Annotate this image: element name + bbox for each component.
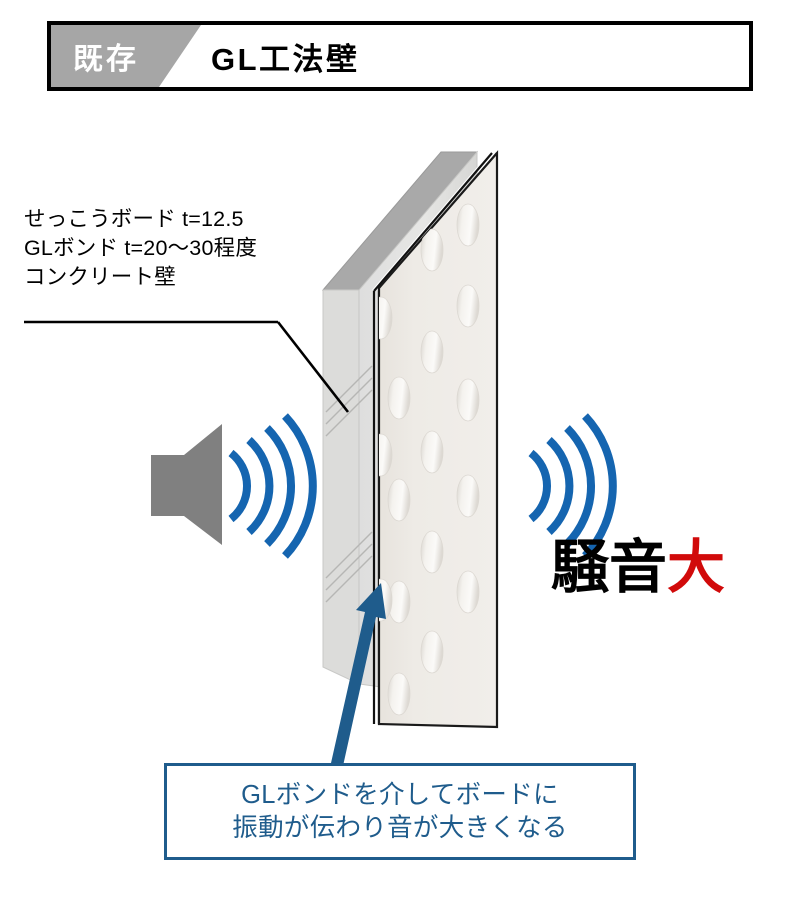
noise-label-emphasis: 大 — [667, 535, 726, 600]
spec-note-leader-line — [24, 320, 350, 413]
gl-bond-blob — [420, 430, 444, 474]
gl-bond-blob — [420, 228, 444, 272]
header-badge-label: 既存 — [73, 43, 139, 76]
gl-bond-gap — [372, 152, 498, 724]
speaker-icon — [151, 424, 222, 545]
gl-bond-blob — [456, 474, 480, 518]
spec-note: せっこうボード t=12.5 GLボンド t=20〜30程度 コンクリート壁 — [24, 205, 257, 292]
concrete-hatch-lower — [325, 531, 373, 603]
concrete-slab-top-face — [321, 151, 479, 291]
header-bar: 既存 GL工法壁 — [47, 21, 753, 91]
gypsum-board-panel — [377, 150, 499, 729]
noise-label-word: 騒音 — [551, 535, 668, 600]
gl-bond-blob — [387, 478, 411, 522]
callout-line-2: 振動が伝わり音が大きくなる — [232, 813, 568, 842]
sound-waves-left — [228, 413, 317, 559]
gl-bond-blob — [379, 433, 393, 477]
spec-note-line-2: GLボンド t=20〜30程度 — [24, 236, 258, 260]
page-title: GL工法壁 — [211, 41, 360, 77]
gl-bond-blob — [387, 672, 411, 716]
concrete-hatch-upper — [325, 365, 373, 437]
callout-box: GLボンドを介してボードに 振動が伝わり音が大きくなる — [164, 763, 636, 860]
header-badge: 既存 — [51, 25, 201, 87]
gl-bond-blob — [387, 376, 411, 420]
gl-bond-blob — [387, 580, 411, 624]
gl-bond-blob — [379, 578, 393, 622]
concrete-slab — [321, 150, 479, 701]
gl-bond-blob-group — [379, 203, 480, 716]
noise-level-label: 騒音大 — [551, 539, 725, 597]
gl-bond-blob — [420, 330, 444, 374]
concrete-slab-front-face — [358, 150, 478, 701]
gl-bond-blob — [379, 296, 393, 340]
gl-bond-blob — [456, 284, 480, 328]
gl-bond-blob — [456, 570, 480, 614]
spec-note-line-1: せっこうボード t=12.5 — [24, 207, 244, 231]
gl-bond-blob — [456, 203, 480, 247]
spec-note-line-3: コンクリート壁 — [24, 265, 176, 289]
callout-arrow — [331, 583, 386, 766]
gl-bond-blob — [456, 378, 480, 422]
gl-bond-blob — [420, 630, 444, 674]
gl-bond-blob — [420, 530, 444, 574]
concrete-slab-left-face — [322, 289, 360, 685]
gypsum-board-face — [377, 150, 499, 729]
callout-line-1: GLボンドを介してボードに — [241, 780, 559, 809]
